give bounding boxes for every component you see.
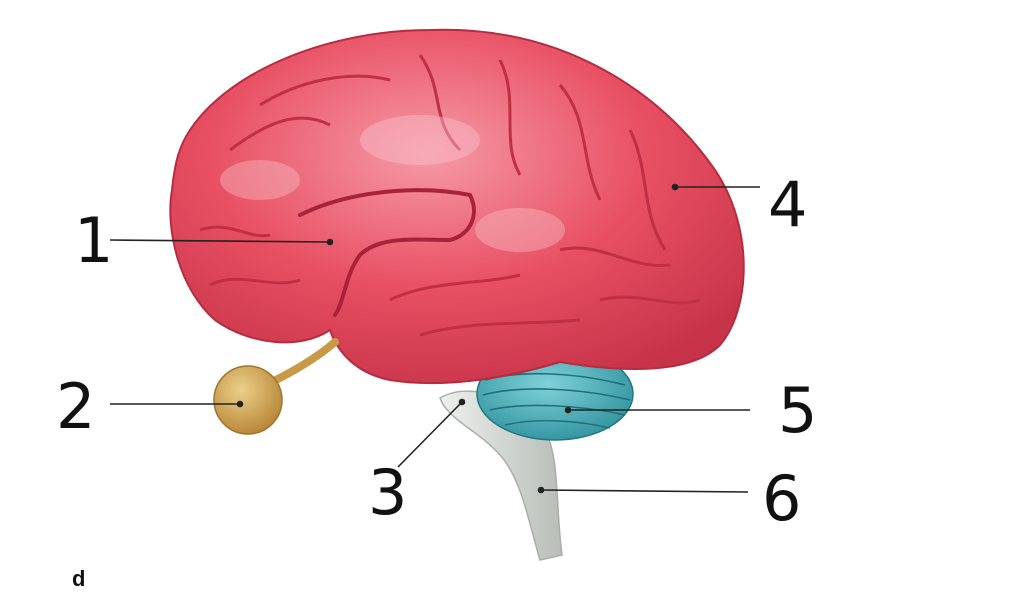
label-3: 3 [368,456,407,529]
label-2: 2 [56,370,95,443]
leader-line-6 [540,489,749,493]
leader-dot-4 [671,183,679,191]
leader-line-3 [397,401,463,468]
label-1: 1 [74,204,113,277]
olfactory-bulb [213,365,283,435]
leader-dot-5 [564,406,572,414]
label-6: 6 [762,462,801,535]
label-4: 4 [768,168,807,241]
leader-dot-2 [236,400,244,408]
leader-dot-3 [458,398,466,406]
panel-letter: d [72,566,86,591]
leader-line-1 [109,239,331,243]
label-5: 5 [778,374,817,447]
olfactory-tract [268,338,339,386]
leader-dot-1 [326,238,334,246]
cerebrum [169,28,745,385]
leader-dot-6 [537,486,545,494]
